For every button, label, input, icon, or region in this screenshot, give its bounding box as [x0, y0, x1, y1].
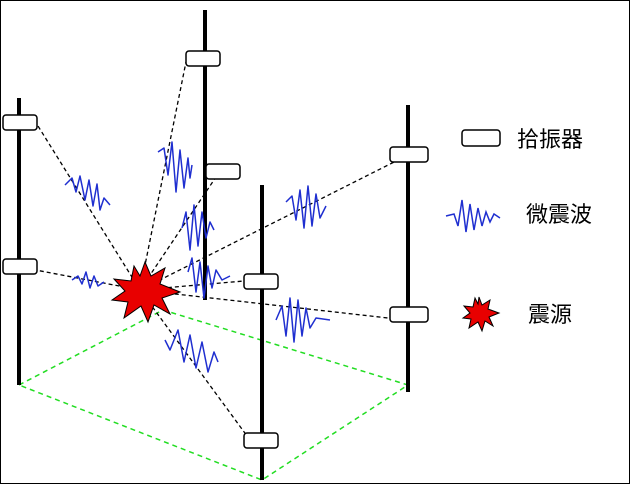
ray-to-geophone-5: [139, 154, 409, 291]
ray-to-geophone-3: [139, 61, 187, 291]
ray-to-geophone-4: [139, 173, 219, 291]
geophones: [2, 50, 429, 449]
geophone-1: [2, 114, 38, 131]
geophone-2: [2, 258, 38, 275]
geophone-3: [185, 50, 221, 67]
wave-trace-6: [285, 185, 327, 229]
seismic-source-icon: [110, 260, 182, 324]
geophone-5: [243, 273, 279, 290]
legend-source-icon: [461, 296, 501, 333]
wave-trace-2: [71, 271, 105, 289]
geophone-8: [389, 306, 429, 323]
geophone-7: [389, 146, 429, 163]
ground-plane: [17, 309, 410, 481]
wave-trace-1: [64, 175, 111, 211]
ray-to-geophone-1: [37, 125, 141, 291]
geophone-4: [205, 163, 241, 180]
legend-geophone-icon: [461, 129, 501, 147]
monitoring-wells: [17, 10, 410, 480]
wave-traces: [64, 141, 331, 373]
legend: 拾振器 微震波 震源: [445, 128, 592, 333]
wave-trace-5: [187, 257, 231, 299]
ray-paths: [19, 61, 409, 441]
wave-trace-7: [275, 297, 331, 343]
ray-to-geophone-2: [19, 266, 141, 291]
wave-trace-4: [181, 204, 215, 251]
wave-trace-3: [157, 141, 193, 193]
legend-geophone-label: 拾振器: [517, 128, 583, 153]
legend-source-label: 震源: [528, 303, 572, 328]
legend-wave-label: 微震波: [526, 203, 592, 228]
geophone-6: [243, 432, 279, 449]
legend-wave-icon: [445, 199, 501, 233]
wave-trace-8: [164, 329, 219, 373]
